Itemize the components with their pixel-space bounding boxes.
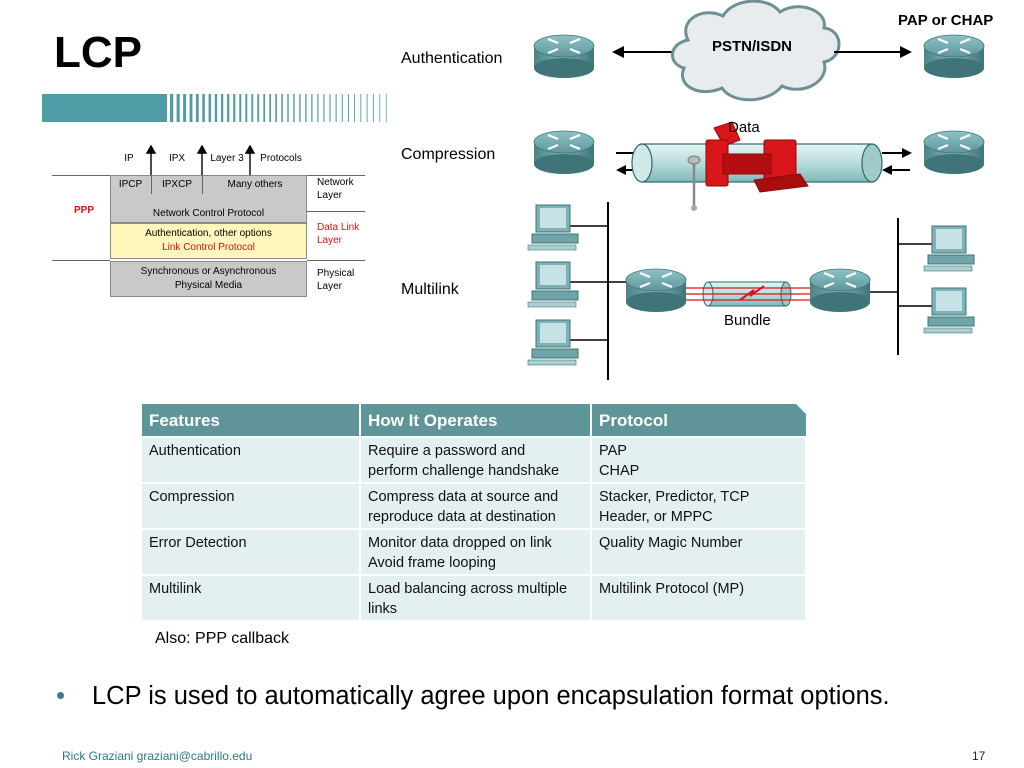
cell-operates-line: Require a password and [368, 443, 526, 459]
ppp-label: PPP [73, 204, 94, 216]
pstn-isdn-cloud [671, 0, 841, 102]
bundle-label: Bundle [724, 312, 771, 329]
layer3-label: Layer 3 [210, 152, 244, 164]
cell-protocol: Quality Magic Number [592, 530, 805, 574]
cell-operates-line: reproduce data at destination [368, 509, 556, 525]
bullet-text: LCP is used to automatically agree upon … [92, 682, 890, 710]
cell-protocol-line: Quality Magic Number [599, 535, 743, 551]
cell-feature: Compression [142, 484, 359, 528]
slide-title: LCP [54, 28, 142, 77]
decorative-stripe-bar [42, 94, 387, 122]
lcp-options-label: Authentication, other options [145, 228, 272, 239]
cell-feature: Multilink [142, 576, 359, 620]
cell-protocol: Stacker, Predictor, TCP Header, or MPPC [592, 484, 805, 528]
cell-operates: Require a password and perform challenge … [361, 438, 590, 482]
cell-feature: Authentication [142, 438, 359, 482]
cell-operates-line: Monitor data dropped on link [368, 535, 552, 551]
header-corner [792, 404, 806, 436]
cell-protocol: PAP CHAP [592, 438, 805, 482]
compression-label: Compression [401, 146, 496, 163]
multilink-label: Multilink [401, 281, 459, 298]
data-label: Data [728, 119, 760, 136]
lcp-features-table: Features How It Operates Protocol Authen… [142, 404, 806, 622]
lcp-name-label: Link Control Protocol [162, 242, 255, 253]
ip-label: IP [124, 152, 134, 164]
cell-protocol-line: Stacker, Predictor, TCP [599, 489, 750, 505]
physical-line1: Synchronous or Asynchronous [140, 266, 277, 277]
cell-operates: Load balancing across multiple links [361, 576, 590, 620]
ipcp-label: IPCP [118, 178, 143, 190]
cell-protocol-line: CHAP [599, 463, 640, 479]
many-others-label: Many others [227, 178, 283, 190]
cell-protocol: Multilink Protocol (MP) [592, 576, 805, 620]
also-note: Also: PPP callback [155, 630, 289, 647]
cloud-label: PSTN/ISDN [712, 38, 793, 55]
compression-vise [705, 121, 809, 193]
protocols-label: Protocols [260, 152, 302, 164]
ipxcp-label: IPXCP [161, 178, 192, 190]
cell-operates-line: Load balancing across multiple [368, 581, 568, 597]
cell-operates-line: Avoid frame looping [368, 555, 496, 571]
cell-operates-line: Compress data at source and [368, 489, 559, 505]
header-features: Features [142, 404, 359, 436]
ncp-label: Network Control Protocol [152, 207, 265, 219]
authentication-label: Authentication [401, 50, 503, 67]
header-how-it-operates: How It Operates [361, 404, 590, 436]
cell-operates-line: perform challenge handshake [368, 463, 560, 479]
header-protocol: Protocol [592, 404, 795, 436]
ncp-box [110, 175, 307, 223]
page-number: 17 [972, 749, 986, 763]
stack-arrows [145, 145, 256, 177]
cell-protocol-line: PAP [599, 443, 627, 459]
lcp-box [110, 223, 307, 259]
bullet-dot-icon: • [56, 680, 66, 710]
physical-line2: Physical Media [174, 280, 243, 291]
cell-operates: Compress data at source and reproduce dat… [361, 484, 590, 528]
cell-feature: Error Detection [142, 530, 359, 574]
ipx-label: IPX [168, 152, 186, 164]
cell-protocol-line: Header, or MPPC [599, 509, 713, 525]
lcp-features-diagram [527, 0, 986, 380]
cell-protocol-line: Multilink Protocol (MP) [599, 581, 745, 597]
cell-operates-line: links [368, 601, 398, 617]
pap-chap-label: PAP or CHAP [898, 12, 994, 29]
ppp-stack-diagram: IP IPX Layer 3 Protocols IPCP IPXCP Many… [50, 145, 395, 305]
physical-box [110, 261, 307, 297]
footer-author: Rick Graziani graziani@cabrillo.edu [62, 749, 253, 763]
